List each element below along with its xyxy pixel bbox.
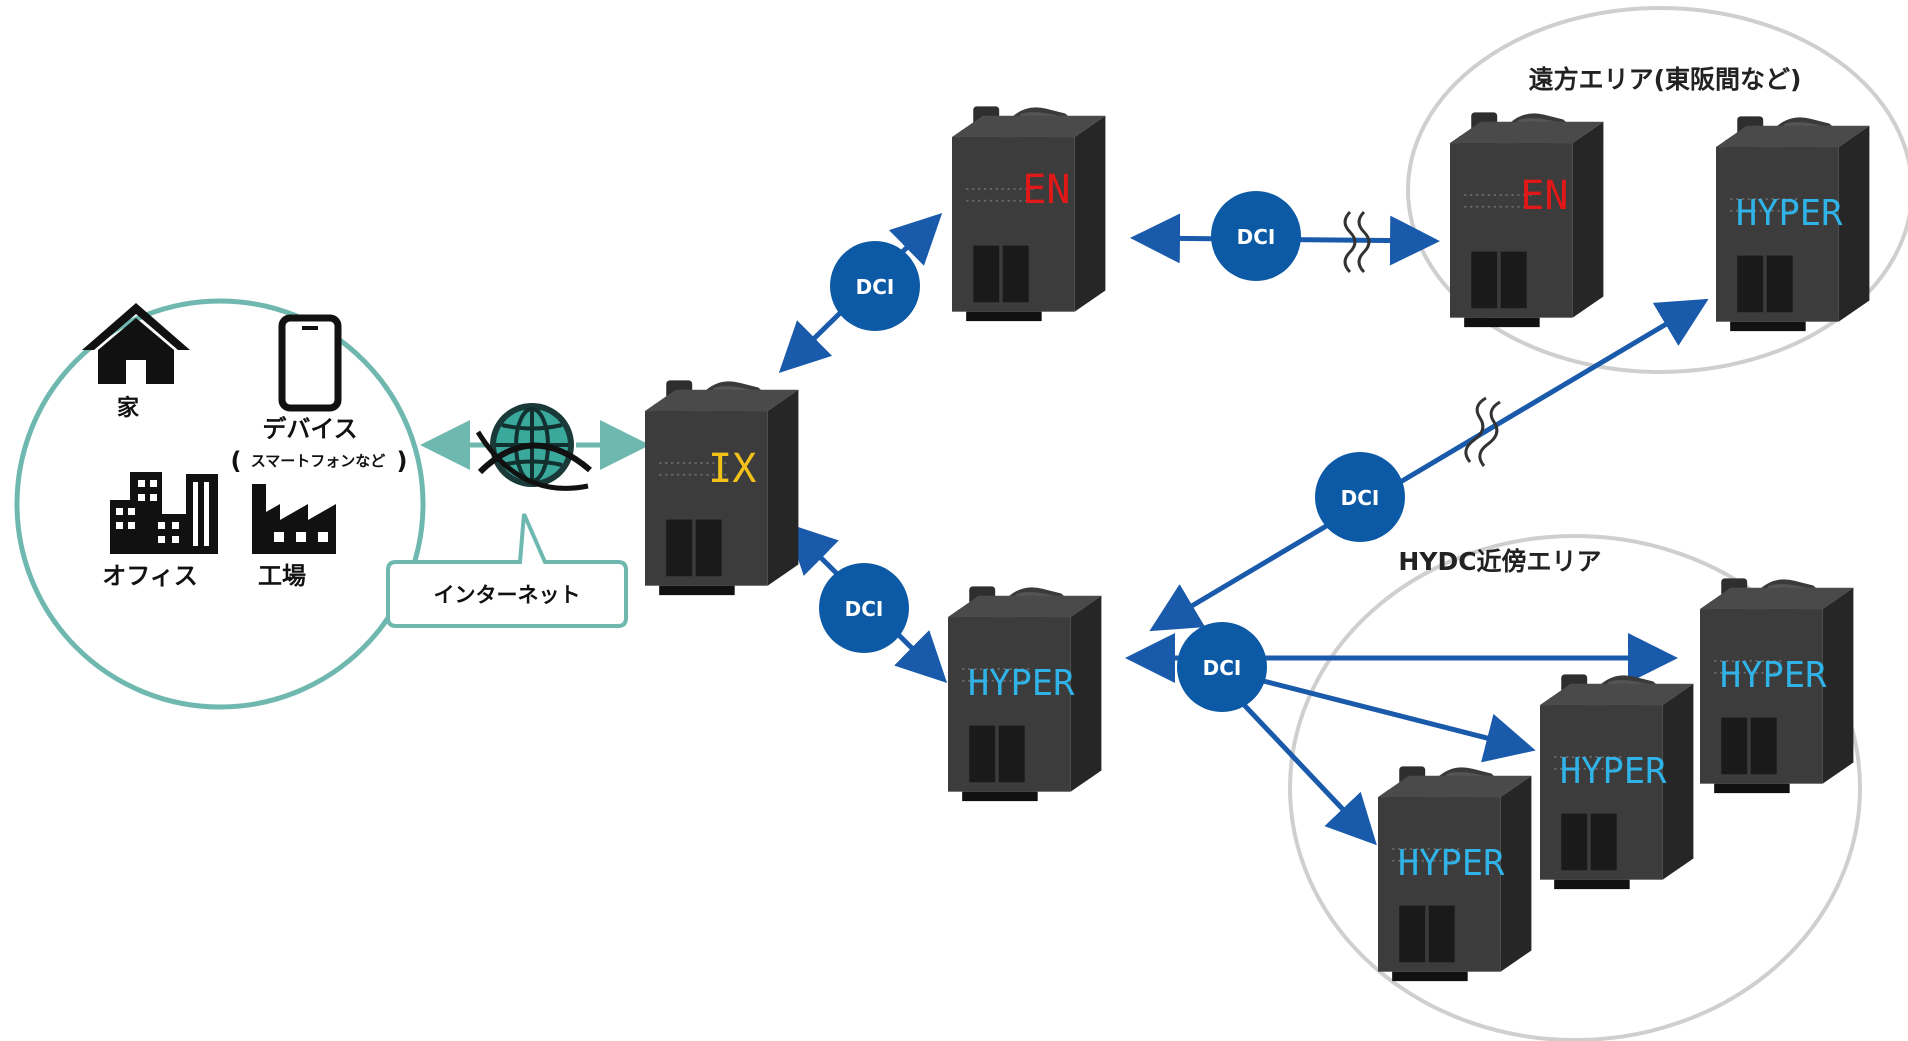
hyper-remote-link <box>1149 298 1709 632</box>
svg-text:HYPER: HYPER <box>1720 655 1827 696</box>
svg-text:EN: EN <box>1520 173 1568 219</box>
factory-icon <box>252 484 336 554</box>
hyper-near-3-building: HYPER <box>1376 764 1534 983</box>
ix-building: IX <box>643 378 801 597</box>
device-label: デバイス <box>262 415 357 443</box>
en-remote-building: EN <box>1448 110 1606 329</box>
hyper-main-building: HYPER <box>946 584 1104 803</box>
hyper-near3-link <box>1228 688 1377 846</box>
distance-squiggle-en <box>1343 210 1371 274</box>
svg-text:IX: IX <box>708 446 756 492</box>
svg-text:HYPER: HYPER <box>1398 843 1505 884</box>
dci-node-hyper-remote: DCI <box>1315 452 1405 542</box>
hyper-remote-building: HYPER <box>1714 114 1872 333</box>
distance-squiggle-hyper <box>1464 396 1501 467</box>
house-icon <box>82 303 190 384</box>
svg-text:DCI: DCI <box>845 597 884 621</box>
user-circle <box>14 298 426 710</box>
svg-text:EN: EN <box>1022 167 1070 213</box>
svg-text:HYPER: HYPER <box>1736 193 1843 234</box>
svg-text:DCI: DCI <box>1341 486 1380 510</box>
office-building-icon <box>110 472 218 554</box>
remote-area-title: 遠方エリア(東阪間など) <box>1529 65 1802 94</box>
smartphone-icon <box>278 314 342 412</box>
svg-text:DCI: DCI <box>1203 656 1242 680</box>
device-paren-open: ( <box>231 447 242 475</box>
svg-text:DCI: DCI <box>1237 225 1276 249</box>
hyper-near-2-building: HYPER <box>1538 672 1696 891</box>
hyper-near-1-building: HYPER <box>1698 576 1856 795</box>
svg-text:HYPER: HYPER <box>1560 751 1667 792</box>
dci-node-hyper-near: DCI <box>1177 622 1267 712</box>
svg-text:DCI: DCI <box>856 275 895 299</box>
factory-label: 工場 <box>258 562 306 590</box>
device-paren-close: ) <box>397 447 408 475</box>
near-area-title: HYDC近傍エリア <box>1398 547 1601 576</box>
dci-node-ix-en: DCI <box>830 241 920 331</box>
svg-text:HYPER: HYPER <box>968 663 1075 704</box>
office-label: オフィス <box>102 562 198 590</box>
internet-label: インターネット <box>434 583 581 607</box>
globe-icon <box>475 403 592 491</box>
home-label: 家 <box>117 395 140 421</box>
dci-node-en-remote: DCI <box>1211 191 1301 281</box>
en-building: EN <box>950 104 1108 323</box>
dci-node-ix-hyper: DCI <box>819 563 909 653</box>
device-sub-label: スマートフォンなど <box>251 452 386 470</box>
internet-callout <box>386 513 628 628</box>
hyper-near2-link <box>1239 672 1536 763</box>
